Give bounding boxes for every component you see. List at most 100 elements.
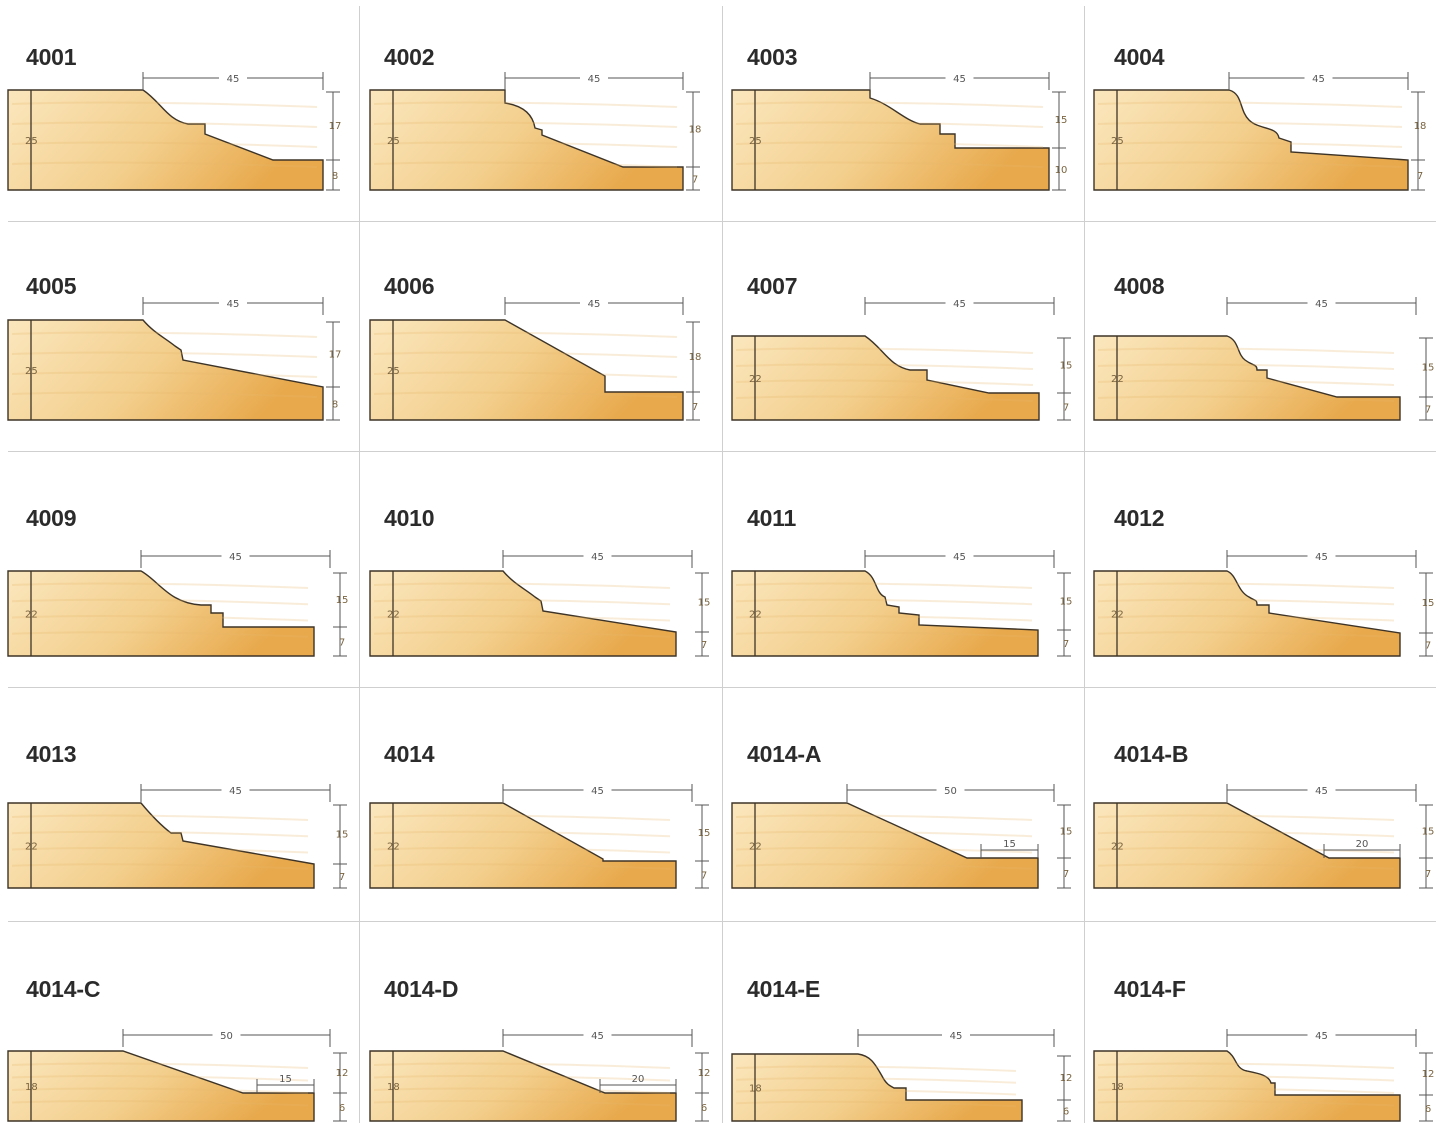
grid-divider-horizontal (8, 921, 1436, 922)
upper-depth-label: 12 (1422, 1069, 1435, 1080)
wood-grain (11, 391, 318, 398)
profile-code: 4014-A (747, 741, 822, 767)
profile-code: 4003 (747, 44, 798, 70)
upper-depth-label: 15 (1060, 361, 1073, 372)
grid-divider-horizontal (8, 687, 1436, 688)
upper-depth-label: 15 (698, 828, 711, 839)
profile-code: 4008 (1114, 273, 1165, 299)
wood-grain (11, 615, 309, 622)
profile-code: 4006 (384, 273, 435, 299)
wood-grain (735, 141, 1044, 148)
wood-grain (1097, 615, 1395, 622)
width-label: 45 (588, 74, 601, 85)
wood-profile-shape (369, 570, 677, 657)
width-label: 45 (1315, 299, 1328, 310)
width-label: 45 (1315, 1031, 1328, 1042)
wood-grain (11, 863, 309, 870)
lower-depth-label: 7 (339, 638, 345, 649)
lower-depth-label: 6 (701, 1103, 707, 1114)
lower-depth-label: 7 (701, 640, 707, 651)
upper-depth-label: 17 (329, 350, 342, 361)
lower-depth-label: 7 (1425, 405, 1431, 416)
profile-code: 4005 (26, 273, 77, 299)
profile-code: 4013 (26, 741, 77, 767)
lower-depth-label: 7 (339, 872, 345, 883)
wood-grain (735, 1100, 1017, 1108)
wood-grain (1097, 379, 1395, 386)
wood-grain (1097, 121, 1403, 128)
wood-grain (11, 1062, 309, 1069)
height-label: 25 (749, 136, 762, 147)
profile-code: 4009 (26, 505, 77, 531)
width-label: 45 (229, 552, 242, 563)
profile-4013: 4013 22 45 15 7 (7, 0, 358, 1123)
wood-grain (373, 391, 678, 398)
wood-grain (1097, 582, 1395, 589)
lower-depth-label: 10 (1055, 165, 1068, 176)
profile-code: 4004 (1114, 44, 1165, 70)
upper-depth-label: 15 (698, 598, 711, 609)
wood-grain (373, 814, 671, 821)
wood-profile-shape (731, 89, 1050, 191)
width-label: 45 (953, 299, 966, 310)
wood-grain (735, 631, 1033, 638)
wood-grain (11, 582, 309, 589)
wood-grain (373, 1075, 671, 1082)
profile-code: 4014-F (1114, 976, 1186, 1002)
wood-grain (735, 101, 1044, 108)
lower-depth-label: 7 (1425, 641, 1431, 652)
height-label: 25 (25, 366, 38, 377)
wood-grain (11, 331, 318, 338)
lower-depth-label: 7 (1063, 869, 1069, 880)
profile-code: 4014-D (384, 976, 459, 1002)
height-label: 22 (25, 610, 38, 621)
flat-width-label: 15 (279, 1074, 292, 1085)
wood-grain (373, 631, 671, 638)
wood-grain (735, 121, 1044, 128)
wood-profile-shape (731, 570, 1039, 657)
width-label: 45 (227, 74, 240, 85)
wood-grain (735, 395, 1034, 402)
upper-depth-label: 15 (336, 595, 349, 606)
upper-depth-label: 17 (329, 121, 342, 132)
wood-grain (1097, 101, 1403, 108)
height-label: 22 (1111, 610, 1124, 621)
wood-grain (735, 598, 1033, 606)
wood-grain (373, 847, 671, 854)
wood-grain (373, 371, 678, 378)
grid-divider-vertical (1084, 6, 1085, 1123)
wood-grain (11, 598, 309, 606)
wood-grain (373, 1087, 671, 1094)
wood-profile-shape (7, 802, 315, 889)
wood-grain (373, 1062, 671, 1069)
lower-depth-label: 7 (1425, 869, 1431, 880)
flat-width-label: 15 (1003, 839, 1016, 850)
wood-profile-shape (731, 335, 1040, 421)
wood-grain (373, 161, 678, 168)
height-label: 25 (25, 136, 38, 147)
wood-grain (11, 121, 318, 128)
upper-depth-label: 12 (698, 1068, 711, 1079)
upper-depth-label: 15 (1422, 827, 1435, 838)
lower-depth-label: 7 (1417, 171, 1423, 182)
wood-grain (11, 1100, 309, 1107)
wood-grain (1097, 847, 1395, 854)
wood-grain (1097, 395, 1395, 402)
wood-grain (373, 863, 671, 870)
